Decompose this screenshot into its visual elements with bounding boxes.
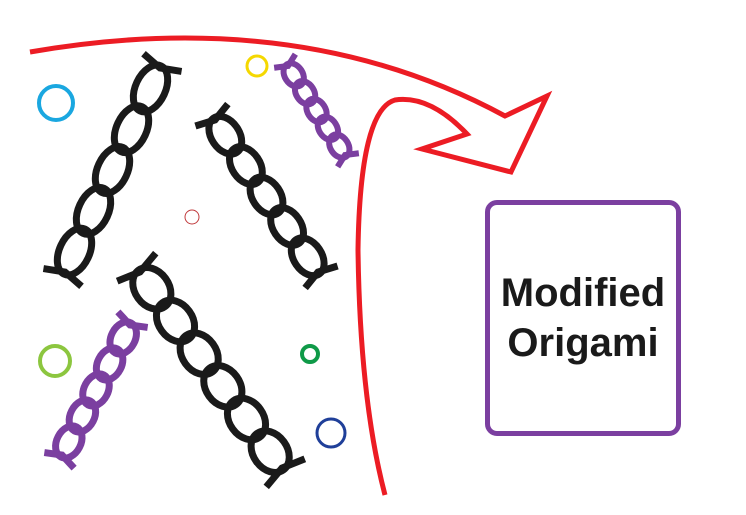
modified-origami-box: Modified Origami [485, 200, 681, 436]
helix-turn [72, 183, 115, 238]
helix-turn [291, 78, 319, 108]
staple-helix [43, 309, 149, 471]
dna-helix [115, 250, 307, 490]
molecule-circle [300, 344, 320, 364]
helix-turn [287, 234, 328, 280]
helix-end [42, 265, 84, 289]
helix-end [194, 101, 231, 130]
helix-end [302, 262, 339, 291]
helix-end [141, 51, 183, 75]
helix-turn [129, 264, 175, 313]
molecule-circle [38, 344, 72, 378]
helix-end [115, 250, 159, 285]
molecule-circle [184, 209, 200, 225]
helix-turn [223, 394, 270, 444]
helix-end [263, 455, 307, 490]
helix-turn [205, 112, 246, 158]
helix-turn [110, 102, 153, 157]
helix-end [115, 309, 149, 331]
helix-turn [79, 370, 113, 410]
helix-turn [303, 95, 330, 126]
helix-turn [314, 113, 342, 143]
helix-turn [152, 296, 199, 346]
helix-turn [200, 362, 246, 411]
helix-turn [247, 427, 293, 476]
helix-turn [176, 329, 222, 378]
helix-turn [92, 344, 127, 384]
helix-end [335, 150, 360, 169]
dna-helix [194, 101, 339, 291]
helix-turn [91, 143, 134, 197]
molecule-circle [37, 84, 75, 122]
box-label-line1: Modified [500, 271, 666, 315]
dna-helix [42, 51, 183, 289]
helix-end [43, 449, 77, 471]
helix-turn [246, 173, 287, 219]
staple-helix [273, 52, 360, 169]
helix-turn [65, 396, 100, 436]
helix-turn [267, 204, 308, 249]
helix-end [273, 52, 298, 71]
box-label-line2: Origami [507, 321, 659, 365]
molecule-circle [245, 54, 269, 78]
molecule-circle [315, 417, 347, 449]
process-arrow [29, 35, 553, 496]
helix-turn [225, 143, 266, 188]
